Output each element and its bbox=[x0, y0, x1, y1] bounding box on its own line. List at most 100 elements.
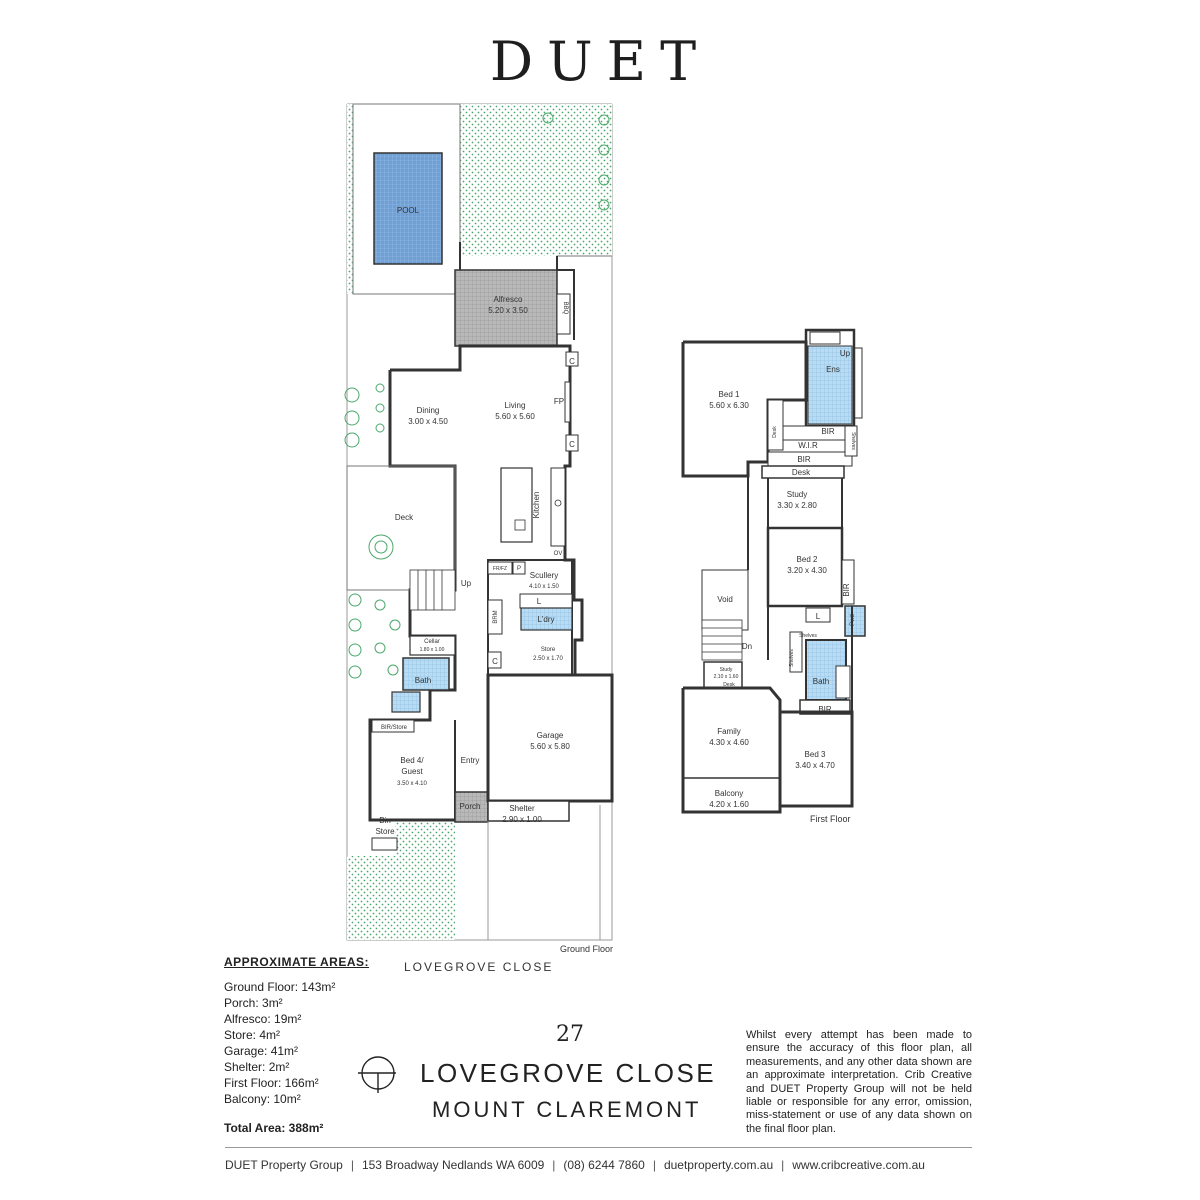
label-bir-bed2: BIR bbox=[842, 583, 851, 597]
footer-separator: | bbox=[652, 1158, 656, 1172]
label-dining-size: 3.00 x 4.50 bbox=[408, 417, 448, 426]
total-area: Total Area: 388m² bbox=[224, 1121, 324, 1135]
label-bed3-size: 3.40 x 4.70 bbox=[795, 761, 835, 770]
label-bir-wir: BIR bbox=[797, 455, 811, 464]
front-lawn-left bbox=[347, 856, 455, 940]
label-shelves-bath: Shelves bbox=[789, 649, 795, 667]
first-floor-label: First Floor bbox=[810, 814, 851, 824]
label-entry: Entry bbox=[461, 756, 480, 765]
label-living-size: 5.60 x 5.60 bbox=[495, 412, 535, 421]
first-floor-labels: Bed 1 5.60 x 6.30 Up Ens BIR Desk W.I.R … bbox=[709, 349, 856, 809]
label-family-size: 4.30 x 4.60 bbox=[709, 738, 749, 747]
area-row: Store: 4m² bbox=[224, 1028, 281, 1042]
label-garage-size: 5.60 x 5.80 bbox=[530, 742, 570, 751]
footer-divider bbox=[225, 1147, 972, 1148]
label-bath: Bath bbox=[415, 676, 431, 685]
footer-credit[interactable]: www.cribcreative.com.au bbox=[792, 1158, 925, 1172]
label-alfresco: Alfresco bbox=[494, 295, 523, 304]
label-bin-store: Store bbox=[375, 827, 395, 836]
rear-lawn bbox=[460, 104, 612, 256]
label-bbq: BBQ bbox=[562, 302, 568, 315]
areas-heading: APPROXIMATE AREAS: bbox=[224, 955, 370, 969]
pool bbox=[373, 152, 443, 265]
label-bath-1f: Bath bbox=[813, 677, 829, 686]
label-void: Void bbox=[717, 595, 733, 604]
street-number: 27 bbox=[556, 1022, 584, 1047]
label-study-size: 3.30 x 2.80 bbox=[777, 501, 817, 510]
label-pool: POOL bbox=[397, 206, 420, 215]
label-kitchen: Kitchen bbox=[532, 492, 541, 519]
label-shelves-bed1: Shelves bbox=[850, 432, 856, 450]
ground-floor-label: Ground Floor bbox=[560, 944, 614, 954]
label-garage: Garage bbox=[537, 731, 564, 740]
label-scullery-size: 4.10 x 1.50 bbox=[529, 584, 559, 590]
label-cellar: Cellar bbox=[424, 639, 440, 645]
label-bed2-size: 3.20 x 4.30 bbox=[787, 566, 827, 575]
alfresco-area bbox=[454, 269, 558, 347]
label-wir: W.I.R bbox=[798, 441, 818, 450]
footer-separator: | bbox=[781, 1158, 785, 1172]
footer-website[interactable]: duetproperty.com.au bbox=[663, 1158, 774, 1172]
footer-company: DUET Property Group bbox=[225, 1158, 343, 1172]
label-dining: Dining bbox=[417, 406, 440, 415]
label-p: P bbox=[517, 566, 521, 572]
label-alfresco-size: 5.20 x 3.50 bbox=[488, 306, 528, 315]
label-bed1: Bed 1 bbox=[719, 390, 740, 399]
label-bed4: Bed 4/ bbox=[400, 756, 424, 765]
area-row: First Floor: 166m² bbox=[224, 1076, 319, 1090]
label-bir-ens: BIR bbox=[821, 427, 835, 436]
label-brm: BRM bbox=[493, 610, 499, 623]
area-row: Shelter: 2m² bbox=[224, 1060, 290, 1074]
label-bed4-size: 3.50 x 4.10 bbox=[397, 781, 427, 787]
label-l-1f: L bbox=[816, 612, 821, 621]
label-store-size: 2.50 x 1.70 bbox=[533, 656, 563, 662]
area-row: Garage: 41m² bbox=[224, 1044, 299, 1058]
area-row: Balcony: 10m² bbox=[224, 1092, 301, 1106]
label-pwd: Pwd bbox=[850, 614, 856, 626]
footer-separator: | bbox=[350, 1158, 354, 1172]
disclaimer-text: Whilst every attempt has been made to en… bbox=[746, 1029, 972, 1135]
north-compass-icon bbox=[358, 1056, 396, 1093]
label-porch: Porch bbox=[460, 802, 481, 811]
label-desk-small: Desk bbox=[723, 682, 735, 688]
label-study-small-size: 2.10 x 1.60 bbox=[714, 674, 739, 680]
label-living: Living bbox=[505, 401, 526, 410]
label-desk-study: Desk bbox=[792, 468, 811, 477]
label-cellar-size: 1.80 x 1.00 bbox=[420, 647, 445, 653]
label-balcony-size: 4.20 x 1.60 bbox=[709, 800, 749, 809]
street-name: LOVEGROVE CLOSE bbox=[420, 1058, 717, 1088]
footer: DUET Property Group | 153 Broadway Nedland… bbox=[225, 1158, 985, 1172]
label-bin: Bin bbox=[379, 816, 391, 825]
label-ens: Ens bbox=[826, 365, 840, 374]
label-bir-store: BIR/Store bbox=[381, 725, 408, 731]
label-bed4-b: Guest bbox=[401, 767, 423, 776]
label-study: Study bbox=[787, 490, 807, 499]
label-c1: C bbox=[569, 357, 575, 366]
tree-icons bbox=[344, 112, 610, 679]
label-deck: Deck bbox=[395, 513, 414, 522]
first-floor-plan bbox=[681, 328, 866, 814]
label-scullery: Scullery bbox=[530, 571, 558, 580]
suburb-name: MOUNT CLAREMONT bbox=[432, 1097, 702, 1122]
footer-phone[interactable]: (08) 6244 7860 bbox=[563, 1158, 645, 1172]
label-shelter: Shelter bbox=[509, 804, 535, 813]
ground-floor-plan bbox=[344, 103, 614, 941]
label-bed3: Bed 3 bbox=[805, 750, 826, 759]
footer-address: 153 Broadway Nedlands WA 6009 bbox=[361, 1158, 545, 1172]
label-store: Store bbox=[541, 647, 556, 653]
footer-separator: | bbox=[552, 1158, 556, 1172]
label-c2: C bbox=[569, 440, 575, 449]
label-bed2: Bed 2 bbox=[797, 555, 818, 564]
road-label: LOVEGROVE CLOSE bbox=[404, 960, 554, 974]
label-family: Family bbox=[717, 727, 741, 736]
label-c3: C bbox=[492, 657, 498, 666]
label-ov: OV bbox=[554, 551, 563, 557]
label-shelves-landing: Shelves bbox=[799, 633, 817, 639]
area-row: Porch: 3m² bbox=[224, 996, 283, 1010]
label-desk-bed1: Desk bbox=[772, 426, 778, 438]
area-row: Alfresco: 19m² bbox=[224, 1012, 302, 1026]
area-row: Ground Floor: 143m² bbox=[224, 980, 336, 994]
label-fr-fz: FR/FZ bbox=[493, 566, 507, 572]
label-bed1-size: 5.60 x 6.30 bbox=[709, 401, 749, 410]
